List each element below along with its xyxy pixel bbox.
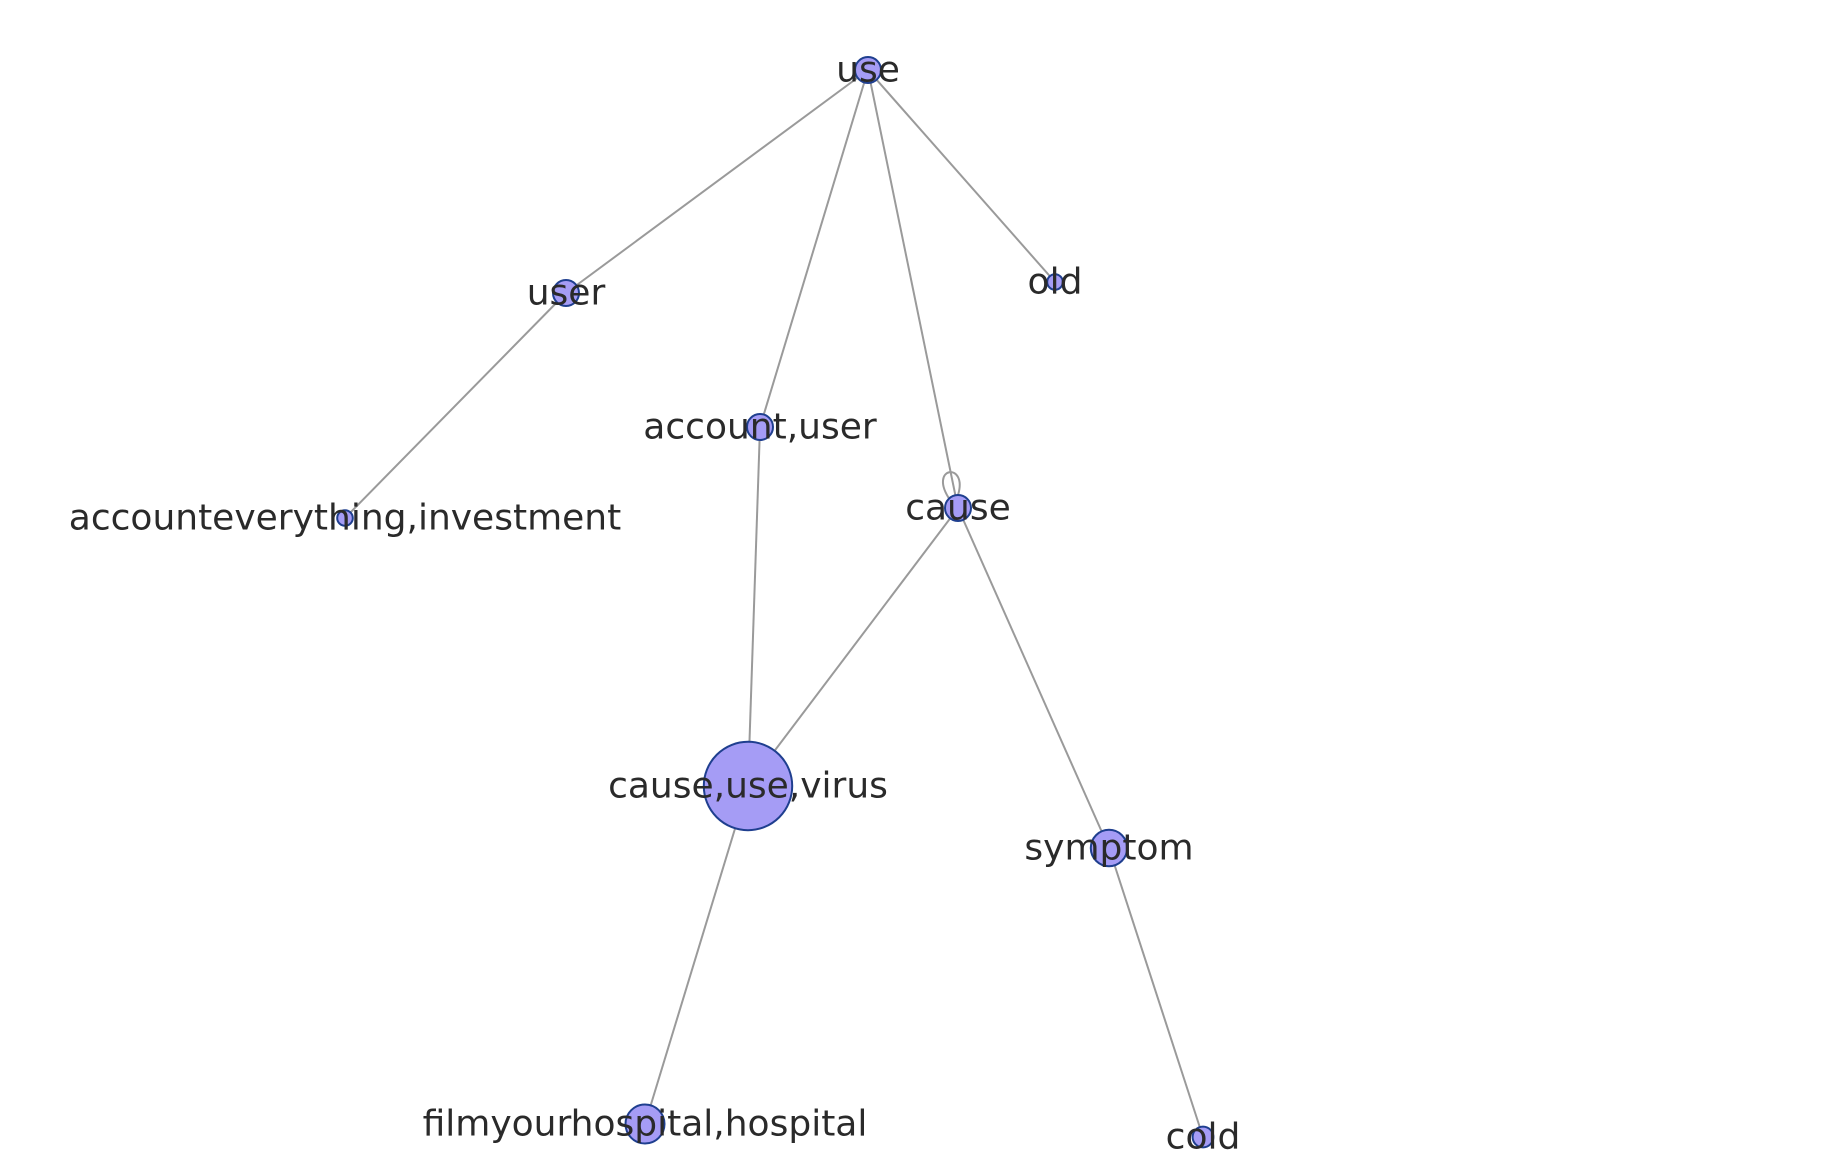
edge-symptom-cold	[1108, 847, 1204, 1138]
node-label-cause: cause	[905, 488, 1011, 529]
node-label-symptom: symptom	[1024, 828, 1193, 869]
node-old[interactable]	[1046, 273, 1064, 291]
edge-use-account_user	[759, 69, 869, 428]
node-cause_use_virus[interactable]	[702, 740, 794, 832]
node-user[interactable]	[552, 279, 580, 307]
node-label-user: user	[527, 273, 606, 314]
edge-cause-symptom	[957, 507, 1110, 849]
edge-user-accounteverything_investment	[344, 292, 567, 519]
node-account_user[interactable]	[746, 413, 774, 441]
node-filmyourhospital_hospital[interactable]	[624, 1103, 666, 1145]
label-layer: use user old account,user accounteverything,…	[69, 50, 1241, 1158]
node-layer	[336, 56, 1215, 1149]
node-cold[interactable]	[1191, 1125, 1215, 1149]
edge-use-old	[867, 69, 1056, 283]
node-label-cold: cold	[1166, 1117, 1241, 1158]
node-label-cause_use_virus: cause,use,virus	[608, 766, 888, 807]
edge-layer	[344, 69, 1204, 1138]
edge-cause_use_virus-filmyourhospital_hospital	[644, 785, 749, 1125]
edge-use-user	[565, 69, 869, 294]
node-accounteverything_investment[interactable]	[336, 509, 354, 527]
edge-cause-cause_use_virus	[747, 507, 959, 787]
node-cause[interactable]	[944, 494, 972, 522]
edge-account_user-cause_use_virus	[747, 426, 761, 787]
node-label-account_user: account,user	[643, 407, 877, 448]
node-label-filmyourhospital_hospital: filmyourhospital,hospital	[423, 1104, 868, 1145]
edge-use-cause	[867, 69, 959, 509]
node-label-accounteverything_investment: accounteverything,investment	[69, 498, 621, 539]
node-label-old: old	[1028, 262, 1083, 303]
node-symptom[interactable]	[1089, 828, 1129, 868]
self-loop-edge-cause	[942, 471, 961, 501]
node-use[interactable]	[854, 56, 882, 84]
node-label-use: use	[836, 50, 900, 91]
